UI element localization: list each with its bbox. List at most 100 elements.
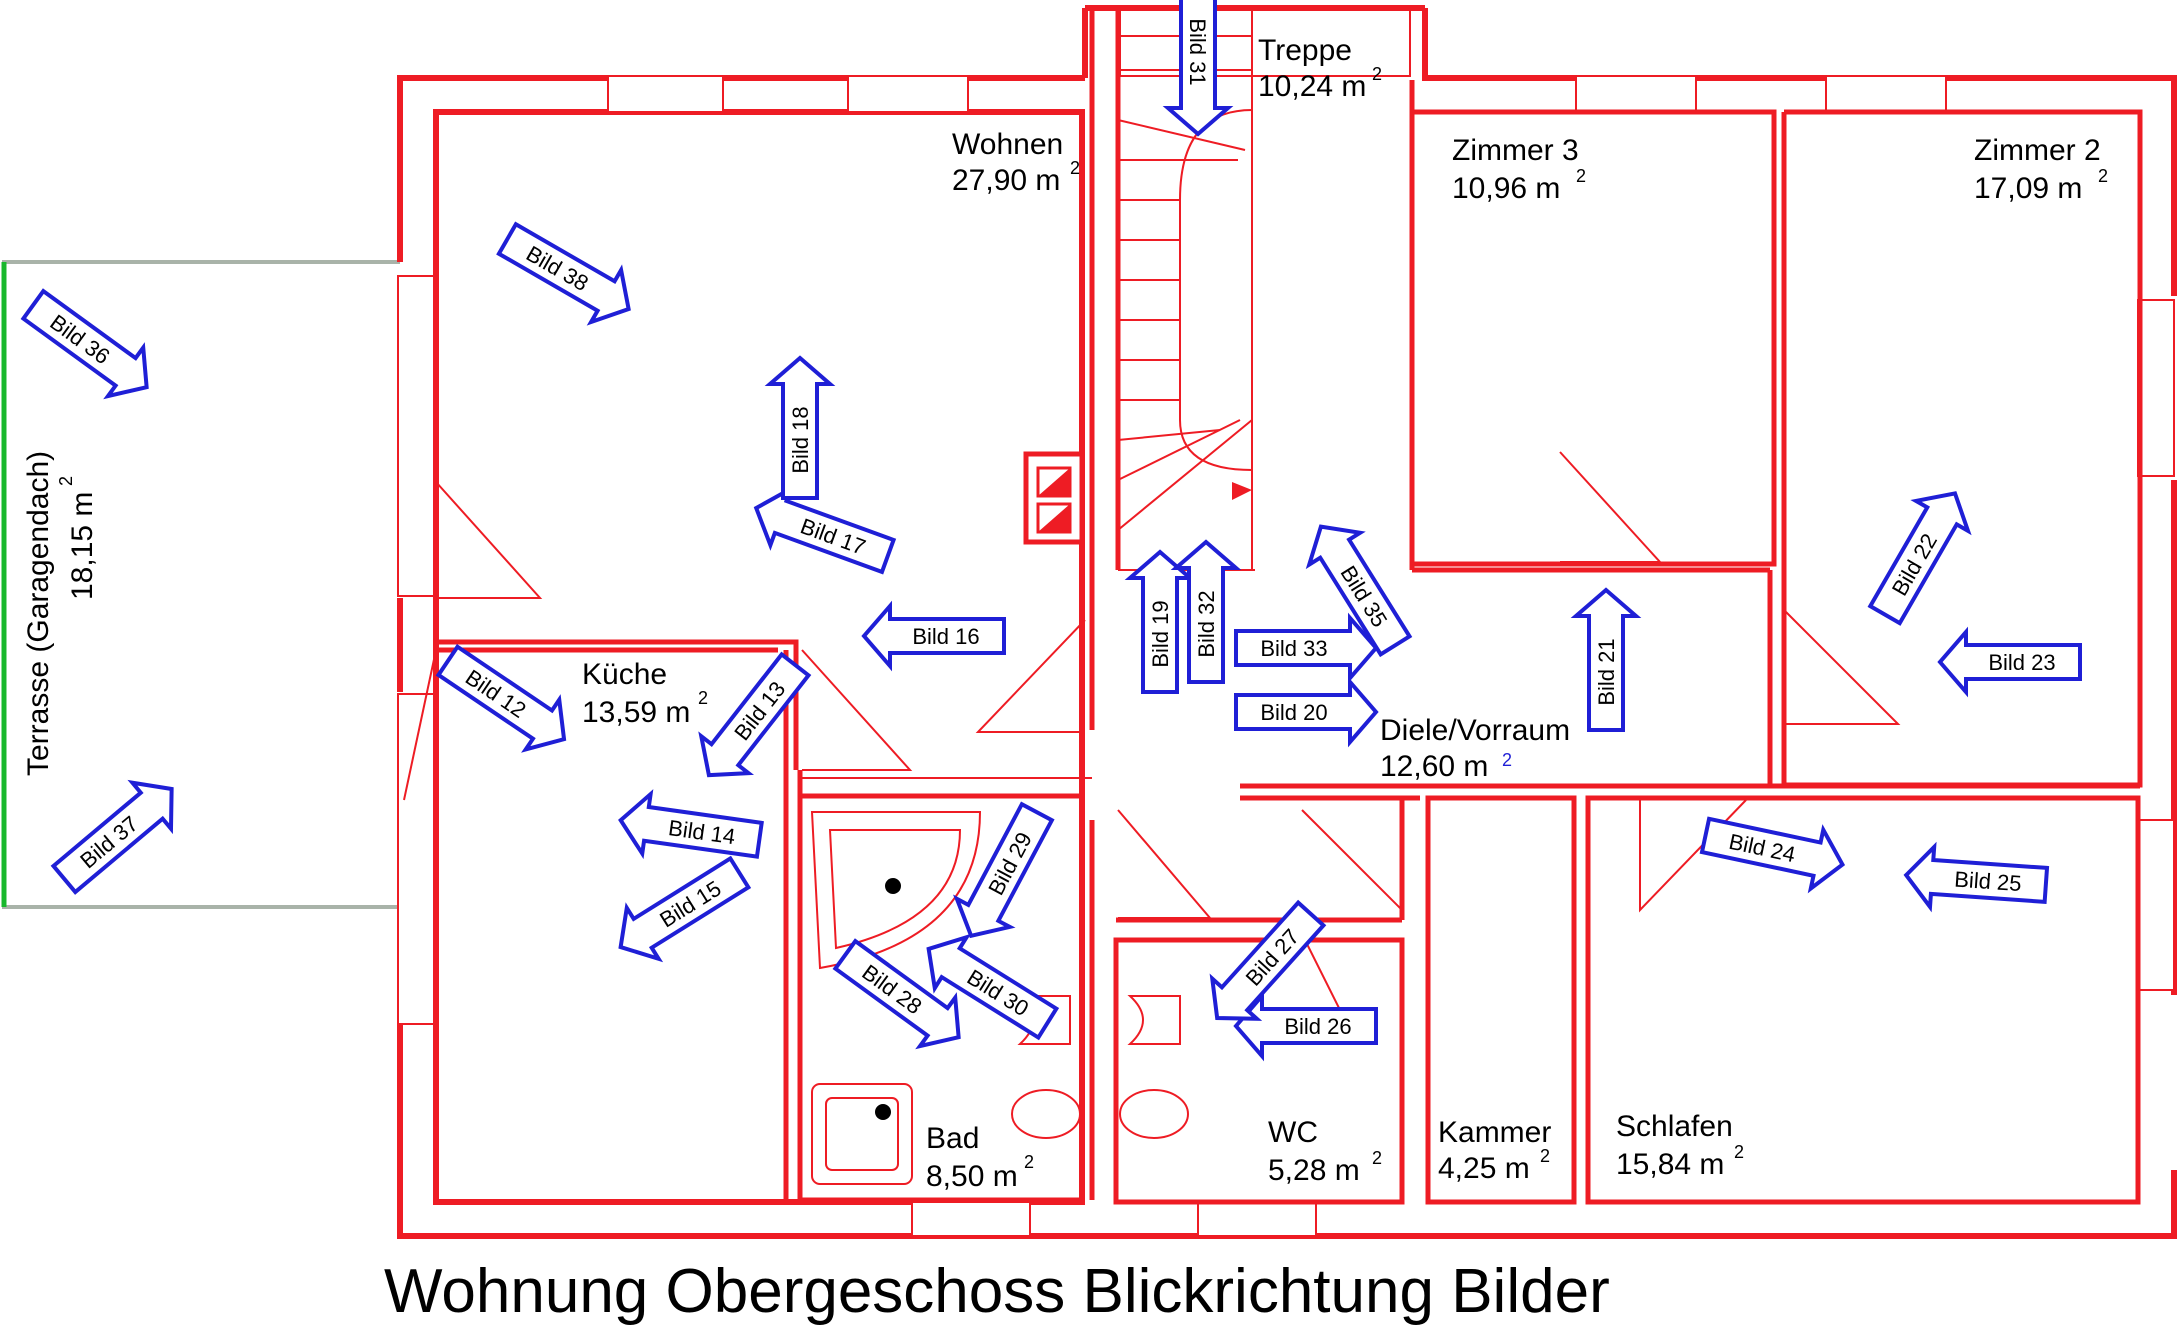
- camera-arrow-icon: [496, 221, 631, 326]
- camera-marker-bild-36: Bild 36: [20, 288, 149, 400]
- camera-arrow-icon: [764, 355, 836, 500]
- camera-label: Bild 20: [1260, 700, 1327, 725]
- camera-arrow-icon: [1233, 990, 1378, 1062]
- room-labels: Treppe 10,24 m 2 Wohnen 27,90 m 2 Zimmer…: [22, 34, 2108, 1193]
- room-kammer-area: 4,25 m: [1438, 1152, 1530, 1185]
- camera-marker-bild-20: Bild 20: [1234, 676, 1379, 748]
- interior-walls: [436, 10, 2143, 1205]
- camera-arrow-icon: [1699, 816, 1846, 894]
- camera-arrow-icon: [1124, 549, 1196, 694]
- room-diele-area: 12,60 m: [1380, 750, 1488, 783]
- room-zimmer2-name: Zimmer 2: [1974, 134, 2101, 167]
- camera-marker-bild-12: Bild 12: [435, 643, 567, 753]
- camera-label: Bild 21: [1594, 638, 1619, 705]
- room-schlafen-area: 15,84 m: [1616, 1148, 1724, 1181]
- room-bad-sup: 2: [1024, 1152, 1034, 1172]
- room-schlafen-name: Schlafen: [1616, 1110, 1733, 1143]
- camera-label: Bild 33: [1260, 636, 1327, 661]
- outer-walls: [397, 5, 2177, 1239]
- camera-arrow-icon: [618, 789, 764, 860]
- camera-arrow-icon: [435, 643, 567, 753]
- camera-arrow-icon: [1937, 626, 2082, 698]
- room-wc: WC 5,28 m 2: [1268, 1116, 1382, 1187]
- camera-marker-bild-37: Bild 37: [50, 779, 174, 895]
- room-treppe-area: 10,24 m: [1258, 70, 1366, 103]
- camera-marker-bild-14: Bild 14: [618, 789, 764, 860]
- camera-arrow-icon: [20, 288, 149, 400]
- camera-arrow-icon: [832, 938, 961, 1050]
- camera-marker-bild-25: Bild 25: [1903, 841, 2050, 913]
- camera-arrow-icon: [1867, 491, 1972, 626]
- room-terrasse-sup: 2: [56, 476, 76, 486]
- camera-marker-bild-38: Bild 38: [496, 221, 631, 326]
- camera-arrow-icon: [618, 855, 752, 963]
- room-wohnen-sup: 2: [1070, 158, 1080, 178]
- camera-arrow-icon: [953, 801, 1055, 939]
- camera-label: Bild 25: [1954, 867, 2023, 897]
- camera-arrow-icon: [698, 651, 812, 778]
- room-diele-sup: 2: [1502, 750, 1512, 770]
- terrace-outline: [1, 260, 400, 909]
- room-kueche-area: 13,59 m: [582, 696, 690, 729]
- room-treppe-name: Treppe: [1258, 34, 1352, 67]
- camera-marker-bild-21: Bild 21: [1570, 587, 1642, 732]
- room-zimmer2-sup: 2: [2098, 166, 2108, 186]
- room-terrasse-area: 18,15 m: [66, 492, 99, 600]
- room-kammer-name: Kammer: [1438, 1116, 1551, 1149]
- room-terrasse-name: Terrasse (Garagendach): [22, 451, 55, 776]
- room-diele-name: Diele/Vorraum: [1380, 714, 1570, 747]
- chimney: [1023, 451, 1085, 545]
- camera-label: Bild 32: [1194, 590, 1219, 657]
- camera-arrow-icon: [50, 779, 174, 895]
- room-kueche-sup: 2: [698, 688, 708, 708]
- room-zimmer3-area: 10,96 m: [1452, 172, 1560, 205]
- camera-marker-bild-18: Bild 18: [764, 355, 836, 500]
- camera-arrow-icon: [1234, 612, 1379, 684]
- room-zimmer3-name: Zimmer 3: [1452, 134, 1579, 167]
- room-wohnen-name: Wohnen: [952, 128, 1063, 161]
- camera-label: Bild 23: [1988, 650, 2055, 675]
- room-bad-area: 8,50 m: [926, 1160, 1018, 1193]
- staircase: [1117, 10, 1253, 570]
- camera-label: Bild 26: [1284, 1014, 1351, 1039]
- camera-label: Bild 18: [788, 406, 813, 473]
- room-treppe: Treppe 10,24 m 2: [1258, 34, 1382, 103]
- camera-arrow-icon: [1305, 524, 1413, 658]
- camera-arrow-icon: [1209, 899, 1327, 1021]
- room-kammer-sup: 2: [1540, 1146, 1550, 1166]
- camera-label: Bild 16: [912, 624, 979, 649]
- camera-marker-bild-24: Bild 24: [1699, 816, 1846, 894]
- room-wohnen: Wohnen 27,90 m 2: [952, 128, 1080, 197]
- camera-marker-bild-15: Bild 15: [618, 855, 752, 963]
- camera-arrow-icon: [861, 600, 1006, 672]
- room-schlafen: Schlafen 15,84 m 2: [1616, 1110, 1744, 1181]
- room-treppe-sup: 2: [1372, 64, 1382, 84]
- room-kueche: Küche 13,59 m 2: [582, 658, 708, 729]
- room-wc-area: 5,28 m: [1268, 1154, 1360, 1187]
- room-kueche-name: Küche: [582, 658, 667, 691]
- camera-marker-bild-19: Bild 19: [1124, 549, 1196, 694]
- camera-marker-bild-29: Bild 29: [953, 801, 1055, 939]
- room-bad-name: Bad: [926, 1122, 979, 1155]
- camera-marker-bild-32: Bild 32: [1170, 539, 1242, 684]
- room-bad: Bad 8,50 m 2: [926, 1122, 1034, 1193]
- room-zimmer2: Zimmer 2 17,09 m 2: [1974, 134, 2108, 205]
- camera-marker-bild-17: Bild 17: [753, 484, 897, 575]
- camera-arrow-icon: [926, 933, 1060, 1041]
- camera-marker-bild-30: Bild 30: [926, 933, 1060, 1041]
- room-schlafen-sup: 2: [1734, 1142, 1744, 1162]
- camera-marker-bild-22: Bild 22: [1867, 491, 1972, 626]
- camera-marker-bild-33: Bild 33: [1234, 612, 1379, 684]
- room-wc-name: WC: [1268, 1116, 1318, 1149]
- room-diele: Diele/Vorraum 12,60 m 2: [1380, 714, 1570, 783]
- camera-label: Bild 31: [1185, 18, 1210, 85]
- room-kammer: Kammer 4,25 m 2: [1438, 1116, 1551, 1185]
- room-zimmer3: Zimmer 3 10,96 m 2: [1452, 134, 1586, 205]
- camera-label: Bild 19: [1148, 600, 1173, 667]
- door-swings: [403, 451, 1901, 1031]
- camera-marker-bild-23: Bild 23: [1937, 626, 2082, 698]
- plan-title: Wohnung Obergeschoss Blickrichtung Bilde…: [384, 1257, 1610, 1326]
- camera-arrow-icon: [1570, 587, 1642, 732]
